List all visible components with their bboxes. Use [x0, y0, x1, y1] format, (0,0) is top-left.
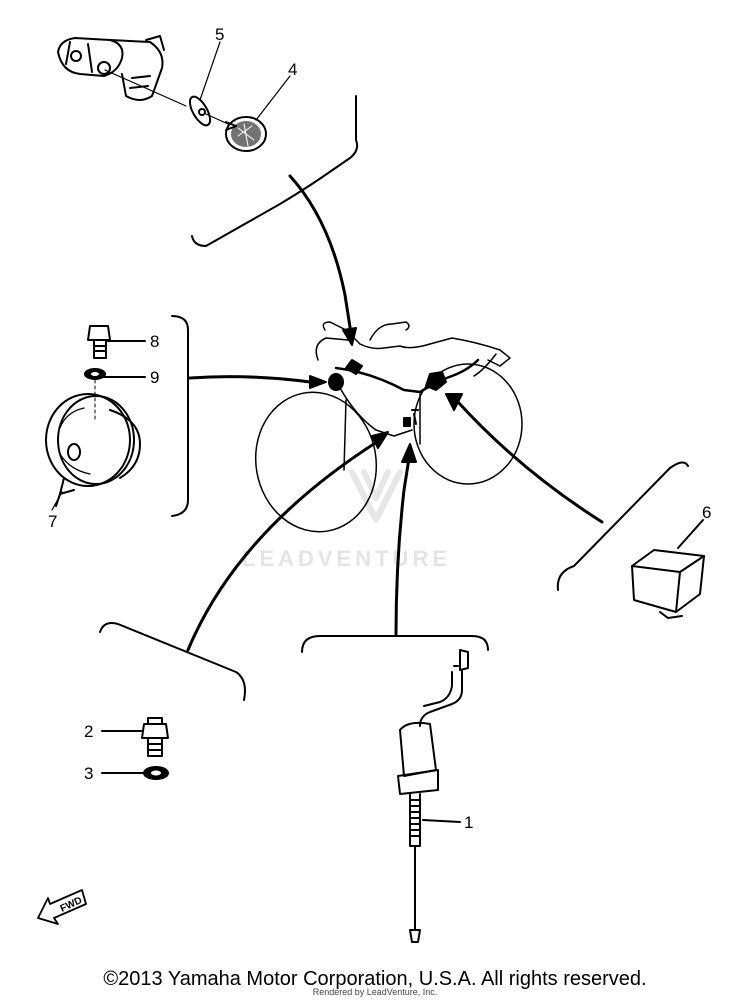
- callout-2: 2: [84, 722, 93, 741]
- bracket-relay: [556, 461, 689, 591]
- part-8-bolt: [87, 325, 146, 359]
- part-7-horn: [45, 379, 141, 507]
- part-1-cable-switch: [397, 649, 469, 943]
- callout-7: 7: [48, 512, 57, 531]
- callout-4: 4: [288, 60, 297, 79]
- fwd-arrow-icon: FWD: [37, 889, 87, 925]
- part-3-gasket: [101, 766, 169, 780]
- arrow-horn: [188, 375, 312, 384]
- callout-1: 1: [464, 813, 473, 832]
- leader-7: [51, 491, 63, 511]
- callout-6: 6: [702, 503, 711, 522]
- arrow-neutral-switch: [186, 438, 382, 652]
- callout-3: 3: [84, 764, 93, 783]
- part-9-washer: [84, 368, 146, 380]
- arrow-reflector: [288, 174, 354, 342]
- callout-8: 8: [150, 332, 159, 351]
- headlight-bracket: [57, 35, 165, 101]
- bike-wiring: [328, 358, 480, 427]
- copyright-notice: ©2013 Yamaha Motor Corporation, U.S.A. A…: [103, 968, 647, 990]
- bracket-neutral-switch: [99, 622, 246, 701]
- arrow-relay: [456, 400, 604, 524]
- motorcycle-outline: [254, 321, 523, 533]
- watermark: LEADVENTURE: [242, 469, 451, 571]
- arrow-cable: [394, 450, 412, 636]
- part-5-washer: [104, 69, 229, 127]
- render-credit: Rendered by LeadVenture, Inc.: [312, 987, 438, 997]
- part-4-reflector: [225, 116, 267, 152]
- watermark-text: LEADVENTURE: [242, 546, 451, 571]
- leader-4: [255, 75, 291, 121]
- bracket-cable: [301, 635, 489, 653]
- part-2-switch: [101, 717, 169, 757]
- leader-5: [199, 41, 221, 101]
- part-6-relay: [631, 519, 705, 619]
- bracket-horn: [171, 315, 189, 517]
- callout-5: 5: [215, 25, 224, 44]
- callout-9: 9: [150, 368, 159, 387]
